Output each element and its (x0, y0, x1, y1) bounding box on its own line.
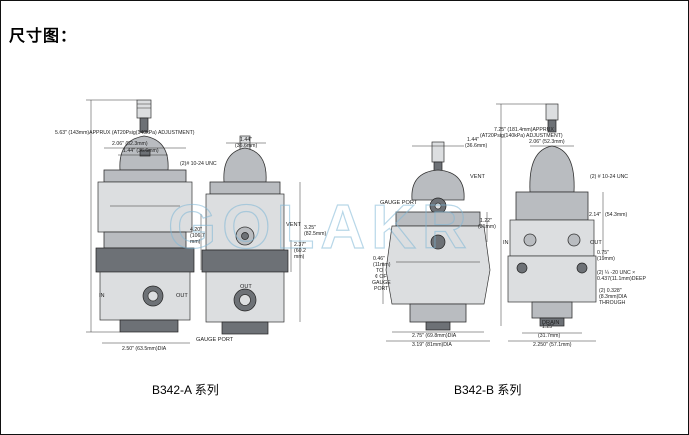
b-dim-height2: (AT20Psig(140kPa) ADJUSTMENT) (480, 133, 563, 139)
a-dim-h1b: (106.7 (190, 233, 205, 239)
b-dim-base3: 2.250" (57.1mm) (533, 342, 572, 348)
b-dim-h3e: GAUGE (372, 280, 391, 286)
dimension-lines (86, 99, 604, 344)
a-front-view (95, 99, 195, 333)
b-label-vent: VENT (470, 174, 486, 180)
b-dim-h3c: TO (376, 268, 383, 274)
a-dim-w3: 1.44" (240, 137, 252, 143)
b-dim-h1a: 1.22" (480, 218, 492, 224)
a-dim-h3b: (60.2 (294, 248, 306, 254)
b-label-gauge-port: GAUGE PORT (380, 200, 418, 206)
b-dim-h2a: 2.14" (589, 212, 601, 218)
b-dim-w1: 2.06" (52.3mm) (529, 139, 565, 145)
a-label-out-side: OUT (240, 284, 252, 290)
b-dim-h3f: PORT (374, 286, 389, 292)
a-dim-h1c: mm) (190, 239, 201, 245)
b-front-view (385, 141, 491, 331)
b-dim-unc: (2) # 10-24 UNC (590, 174, 628, 180)
b-dim-height1: 7.25" (181.4mm)APPRUX (494, 127, 554, 133)
b-dim-thread1: (2) ¼ -20 UNC × (597, 270, 635, 276)
b-dim-thread2: 0.437(11.1mm)DEEP (597, 276, 646, 282)
b-label-in: IN (503, 240, 509, 246)
a-dim-w1: 2.06" (52.3mm) (112, 141, 148, 147)
b-dim-hole3: THROUGH (599, 300, 625, 306)
b-dim-h4a: 0.75" (597, 250, 609, 256)
a-dim-h3c: mm) (294, 254, 305, 260)
b-dim-base1: 2.75" (69.8mm)DIA (412, 333, 457, 339)
caption-series-b: B342-B 系列 (454, 383, 522, 397)
b-label-drain: DRAIN (542, 320, 559, 326)
a-side-view (201, 135, 289, 335)
b-dim-hole2: (8.3mm)DIA (599, 294, 627, 300)
b-dim-h3d: ¢ OF (375, 274, 387, 280)
a-dim-h2a: 3.25" (304, 225, 316, 231)
a-dim-base: 2.50" (63.5mm)DIA (122, 346, 167, 352)
caption-series-a: B342-A 系列 (152, 383, 219, 397)
a-dim-w3b: (36.6mm) (235, 143, 257, 149)
b-dim-h1b: (31mm) (478, 224, 496, 230)
a-label-vent: VENT (286, 222, 302, 228)
watermark: GOLAKR (168, 193, 473, 262)
b-dim-drain2: (31.7mm) (538, 333, 560, 339)
b-dim-drain1: 1.25" (542, 324, 554, 330)
a-dim-h2b: (82.5mm) (304, 231, 326, 237)
a-label-in: IN (99, 293, 105, 299)
b-dim-base2: 3.19" (81mm)DIA (412, 342, 452, 348)
a-dim-h3a: 2.37" (294, 242, 306, 248)
b-side-view (507, 103, 597, 327)
b-dim-hole1: (2) 0.328" (599, 288, 622, 294)
a-dim-height: 5.63" (143mm)APPRUX (AT20Psig(140kPa) AD… (55, 130, 195, 136)
b-dim-h3a: 0.46" (373, 256, 385, 262)
b-dim-h4b: (19mm) (597, 256, 615, 262)
a-dim-w2: 1.44" (36.6mm) (123, 148, 159, 154)
a-dim-h1a: 4.20" (190, 227, 202, 233)
b-dim-h3b: (11mm) (373, 262, 391, 268)
a-label-out: OUT (176, 293, 188, 299)
b-dim-h2b: (54.3mm) (605, 212, 627, 218)
b-dim-w2b: (36.6mm) (465, 143, 487, 149)
a-label-gauge-port: GAUGE PORT (196, 337, 234, 343)
page-title: 尺寸图： (9, 26, 78, 45)
b-dim-w2a: 1.44" (467, 137, 479, 143)
a-dim-unc: (2)# 10-24 UNC (180, 161, 217, 167)
b-label-out: OUT (590, 240, 602, 246)
